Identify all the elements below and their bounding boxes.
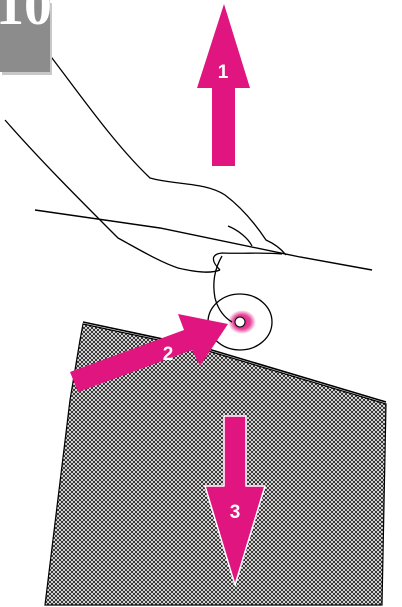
arrow-2: 2 bbox=[70, 314, 228, 392]
step-number: 10 bbox=[0, 0, 50, 37]
arrow-1: 1 bbox=[197, 4, 250, 166]
window-screen-mesh bbox=[44, 323, 387, 606]
arrow-3: 3 bbox=[204, 415, 266, 586]
arrow-3-label: 3 bbox=[230, 502, 241, 523]
arrow-1-label: 1 bbox=[218, 62, 229, 83]
frame-edge-line bbox=[34, 209, 373, 271]
arrow-2-label: 2 bbox=[163, 344, 174, 365]
step-number-badge: 10 bbox=[0, 0, 50, 72]
hand-illustration bbox=[4, 39, 287, 323]
